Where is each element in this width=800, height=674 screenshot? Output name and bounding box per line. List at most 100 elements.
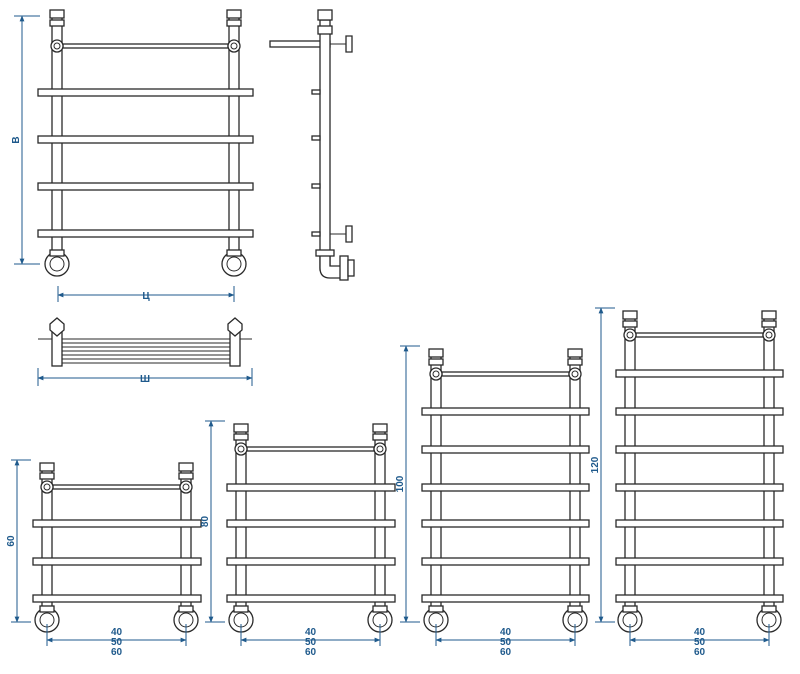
left-bottom-nut (49, 249, 65, 257)
shelf-bar-5 (615, 519, 784, 528)
left-rod-fitting (623, 328, 637, 342)
shelf-bar-5 (421, 557, 590, 566)
left-bottom-nut (39, 605, 55, 613)
shelf-bar-2 (226, 519, 396, 528)
left-pipe-cap (39, 462, 55, 472)
variant-80-height-dimension: 80 (200, 420, 225, 623)
side-view (269, 9, 355, 281)
dimension-center-distance-label: Ц (142, 291, 150, 302)
right-bottom-nut (226, 249, 242, 257)
right-bottom-nut (567, 605, 583, 613)
front-view (37, 9, 254, 277)
variant-100-width-dimension-label-1: 40 (500, 627, 512, 638)
shelf-bar-1 (226, 483, 396, 492)
left-pipe-cap (49, 9, 65, 19)
left-pipe (624, 316, 636, 615)
left-rod-fitting (234, 442, 248, 456)
dimension-height: В (11, 15, 40, 265)
right-rod-fitting-inner (376, 445, 384, 453)
shelf-bar-4 (37, 229, 254, 238)
top-rod (62, 43, 229, 49)
left-rod-fitting (429, 367, 443, 381)
shelf-bar-6 (615, 557, 784, 566)
right-pipe-nut (178, 472, 194, 480)
left-pipe-cap (233, 423, 249, 433)
variant-120-width-dimension-label-3: 60 (694, 647, 706, 658)
right-rod-fitting-inner (182, 483, 190, 491)
variant-60-width-dimension-label-2: 50 (111, 637, 123, 648)
shelf-bar-3 (32, 594, 202, 603)
top-rod (52, 484, 181, 490)
left-rod-fitting-inner (237, 445, 245, 453)
shelf-bar-1 (32, 519, 202, 528)
variant-120-width-dimension-label-1: 40 (694, 627, 706, 638)
variant-60-height-dimension: 60 (6, 459, 31, 623)
shelf-bar-2 (32, 557, 202, 566)
variant-80-width-dimension-label-1: 40 (305, 627, 317, 638)
left-rod-fitting-inner (432, 370, 440, 378)
shelf-bar-3 (615, 445, 784, 454)
top-rod (441, 371, 570, 377)
right-pipe (763, 316, 775, 615)
shelf-bar-2 (421, 445, 590, 454)
dimension-center-distance: Ц (57, 286, 235, 302)
right-bottom-nut (178, 605, 194, 613)
top-rod (635, 332, 764, 338)
left-pipe-cap (428, 348, 444, 358)
variant-120-height-dimension-label: 120 (590, 456, 601, 473)
variant-120-width-dimension-label-2: 50 (694, 637, 706, 648)
left-rod-fitting (50, 39, 64, 53)
variant-60-height-dimension-label: 60 (6, 535, 17, 547)
left-pipe-cap (622, 310, 638, 320)
right-rod-fitting (227, 39, 241, 53)
left-rod-fitting-inner (43, 483, 51, 491)
shelf-bar-6 (421, 594, 590, 603)
left-bottom-nut (233, 605, 249, 613)
shelf-bar-4 (226, 594, 396, 603)
left-pipe-nut (49, 19, 65, 27)
variant-120-height-dimension: 120 (590, 307, 615, 623)
right-rod-fitting (179, 480, 193, 494)
right-bottom-nut (372, 605, 388, 613)
left-bottom-nut (622, 605, 638, 613)
right-pipe-cap (226, 9, 242, 19)
shelf-bar-1 (421, 407, 590, 416)
right-rod-fitting-inner (230, 42, 238, 50)
shelf-bar-2 (615, 407, 784, 416)
shelf-bar-3 (421, 483, 590, 492)
variant-100-height-dimension: 100 (395, 345, 420, 623)
left-pipe-nut (622, 320, 638, 328)
left-rod-fitting-inner (53, 42, 61, 50)
dimension-width-label: Ш (140, 374, 150, 385)
right-pipe-nut (226, 19, 242, 27)
right-pipe-cap (178, 462, 194, 472)
right-rod-fitting-inner (765, 331, 773, 339)
left-pipe-nut (428, 358, 444, 366)
right-rod-fitting (373, 442, 387, 456)
right-pipe-cap (372, 423, 388, 433)
dimension-height-label: В (11, 136, 22, 143)
left-pipe-nut (233, 433, 249, 441)
right-bottom-nut (761, 605, 777, 613)
right-bottom-loop-inner (226, 256, 242, 272)
right-pipe-cap (761, 310, 777, 320)
top-rod (246, 446, 375, 452)
left-pipe-nut (39, 472, 55, 480)
dimension-width: Ш (37, 368, 253, 386)
left-rod-fitting-inner (626, 331, 634, 339)
left-bottom-nut (428, 605, 444, 613)
left-bottom-loop-inner (49, 256, 65, 272)
variant-60-width-dimension-label-3: 60 (111, 647, 123, 658)
variant-100-width-dimension-label-2: 50 (500, 637, 512, 648)
right-pipe-nut (567, 358, 583, 366)
shelf-bar-1 (615, 369, 784, 378)
right-rod-fitting (568, 367, 582, 381)
